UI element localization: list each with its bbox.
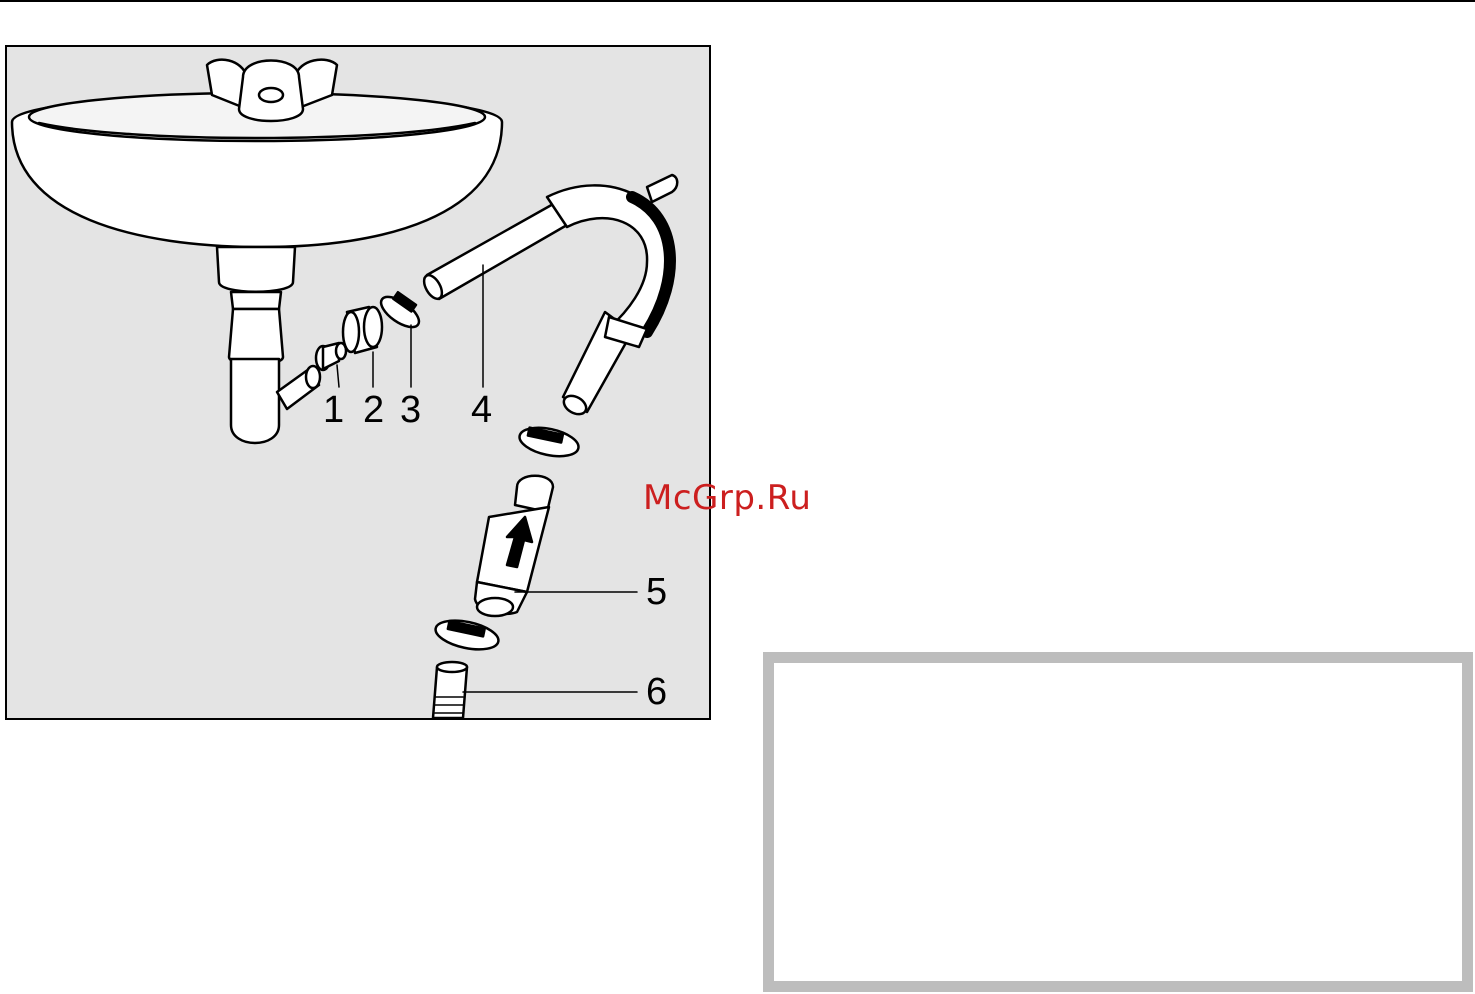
- callout-2: 2: [363, 391, 384, 429]
- part-5-valve: [475, 476, 553, 616]
- installation-diagram: 1 2 3 4 5 6: [5, 45, 711, 720]
- callout-3: 3: [400, 391, 421, 429]
- part-2-nut: [343, 307, 382, 353]
- callout-6: 6: [646, 673, 667, 711]
- watermark: McGrp.Ru: [643, 478, 811, 518]
- part-3-clip: [376, 291, 424, 333]
- part-6-drain-hose: [433, 662, 467, 718]
- diagram-drawing: [7, 47, 709, 718]
- top-rule: [0, 0, 1475, 2]
- callout-4: 4: [471, 391, 492, 429]
- siphon-trap: [217, 247, 320, 443]
- part-1-nozzle: [316, 343, 346, 370]
- callout-1: 1: [323, 391, 344, 429]
- part-4-hose-guide: [420, 175, 677, 418]
- upper-clip: [517, 423, 581, 461]
- note-box: [763, 652, 1473, 992]
- lower-clip: [433, 616, 501, 655]
- callout-5: 5: [646, 573, 667, 611]
